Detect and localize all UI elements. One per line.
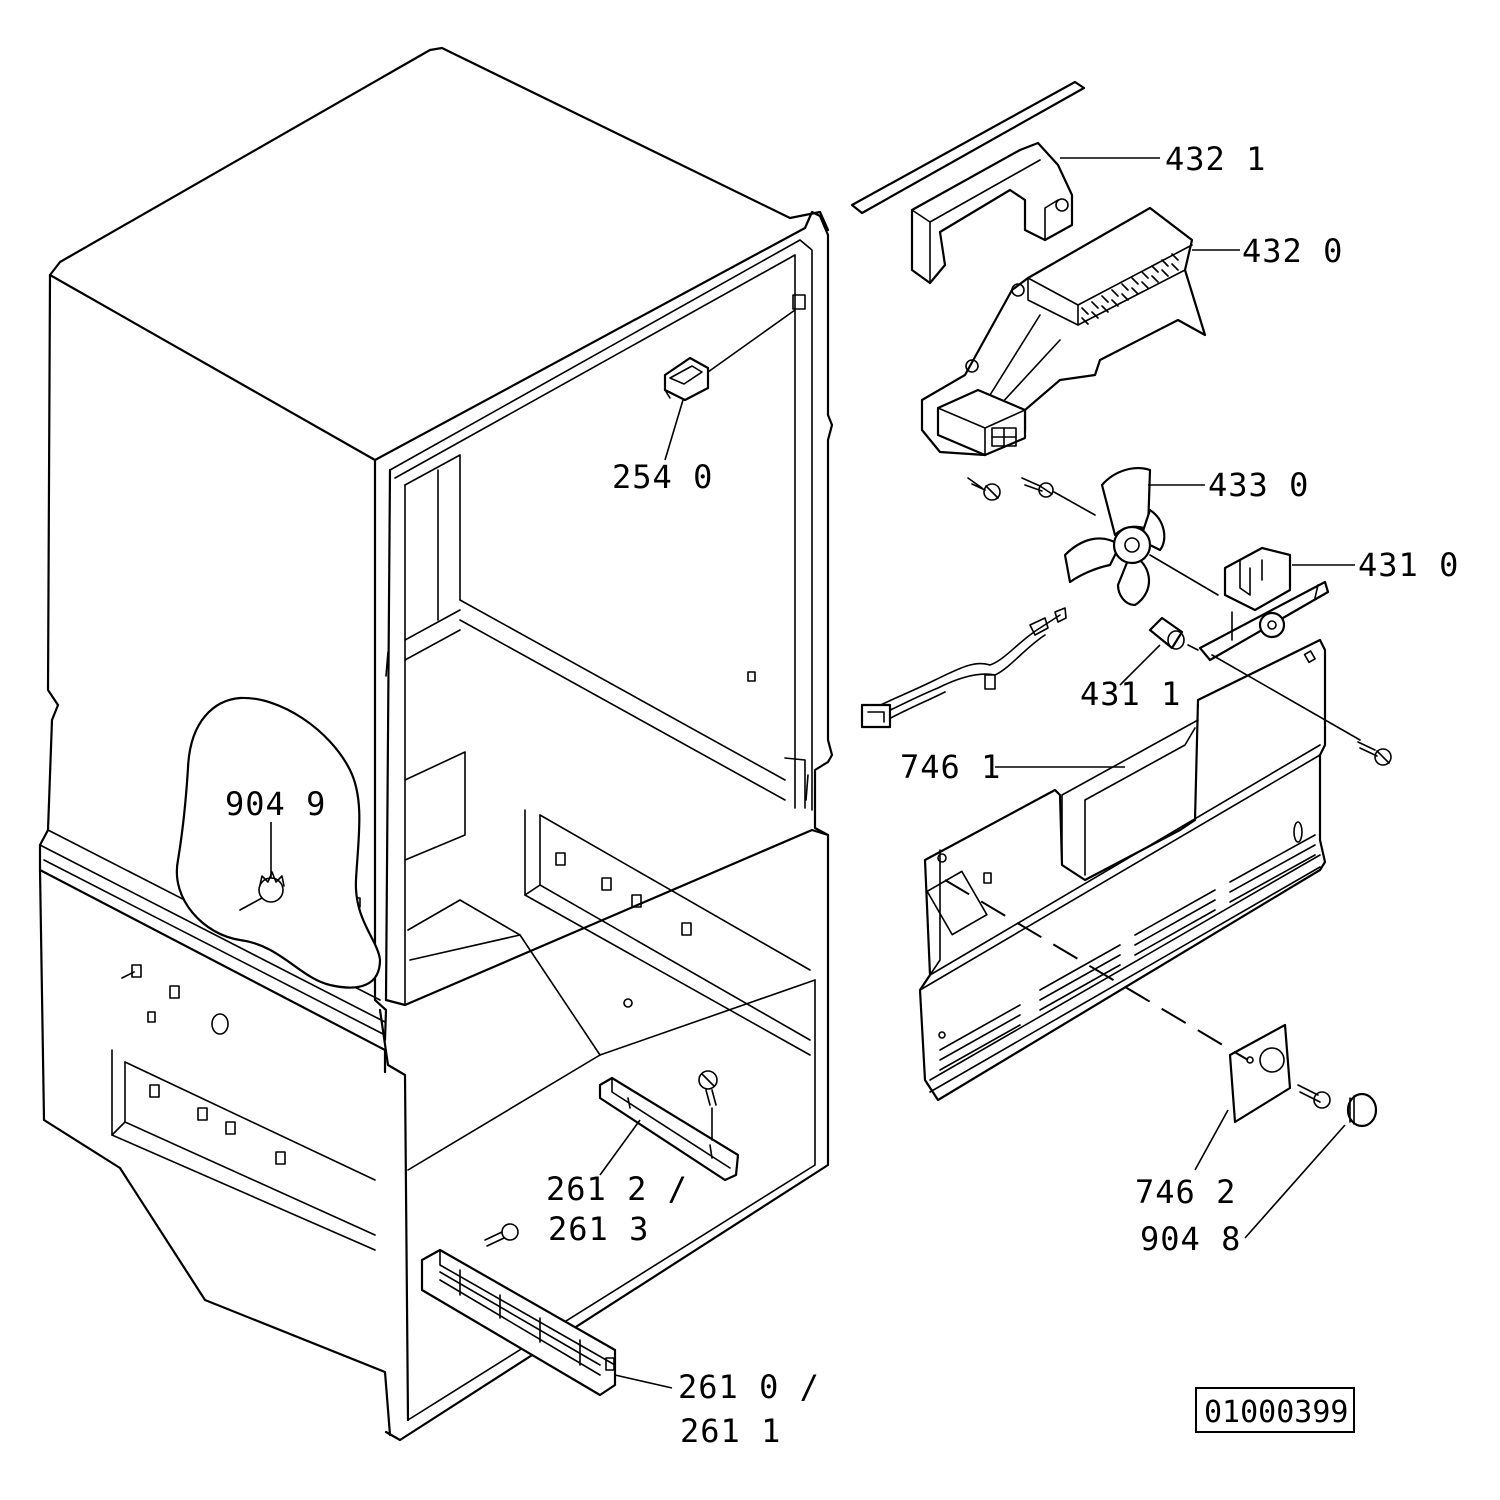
assembly-line <box>944 879 1249 1061</box>
label-746-2: 746 2 <box>1135 1173 1236 1211</box>
label-746-1: 746 1 <box>900 748 1001 786</box>
vent-slots <box>1081 253 1179 325</box>
motor-bracket-431-0-icon <box>1198 546 1355 662</box>
wiring-harness-icon <box>860 607 1067 729</box>
label-254-0: 254 0 <box>612 458 713 496</box>
label-261-3: 261 3 <box>548 1210 649 1248</box>
label-431-0: 431 0 <box>1358 546 1459 584</box>
seal-strip <box>850 80 1086 215</box>
kick-plate-261-0-icon <box>420 1248 673 1397</box>
label-432-0: 432 0 <box>1242 232 1343 270</box>
plate-746-2-icon <box>1194 1023 1292 1171</box>
label-904-8: 904 8 <box>1140 1220 1241 1258</box>
switch-254-0-icon <box>663 309 796 461</box>
refrigerator-cabinet <box>38 46 834 1442</box>
sensor-904-9-icon <box>239 871 285 911</box>
drawing-number-box: 01000399 <box>1195 1387 1355 1433</box>
fan-433-0-icon <box>1063 467 1219 607</box>
screw-icon <box>1021 477 1096 516</box>
cutaway-view <box>175 696 382 989</box>
label-904-9: 904 9 <box>225 785 326 823</box>
capacitor-431-1-icon <box>1119 616 1199 686</box>
part-labels: 432 1 432 0 254 0 433 0 431 0 431 1 746 … <box>225 140 1459 1450</box>
label-261-2: 261 2 / <box>546 1170 688 1208</box>
drawing-number: 01000399 <box>1204 1395 1349 1430</box>
screw-icon <box>1297 1084 1331 1109</box>
label-433-0: 433 0 <box>1208 466 1309 504</box>
label-431-1: 431 1 <box>1080 675 1181 713</box>
label-432-1: 432 1 <box>1165 140 1266 178</box>
screw-icon <box>1357 741 1392 766</box>
rail-261-2-icon <box>598 1076 740 1182</box>
knob-904-8-icon <box>1244 1092 1378 1239</box>
label-261-1: 261 1 <box>680 1412 781 1450</box>
screw-icon <box>484 1223 519 1247</box>
screw-icon <box>967 477 1001 501</box>
screw-icon <box>698 1070 718 1141</box>
label-261-0: 261 0 / <box>678 1368 820 1406</box>
assembly-line <box>1211 654 1361 741</box>
vent-grille <box>929 834 1321 1093</box>
air-duct-746-1-icon <box>918 638 1327 1102</box>
cover-432-1-icon <box>910 141 1074 285</box>
evaporator-housing-432-0-icon <box>920 206 1240 457</box>
